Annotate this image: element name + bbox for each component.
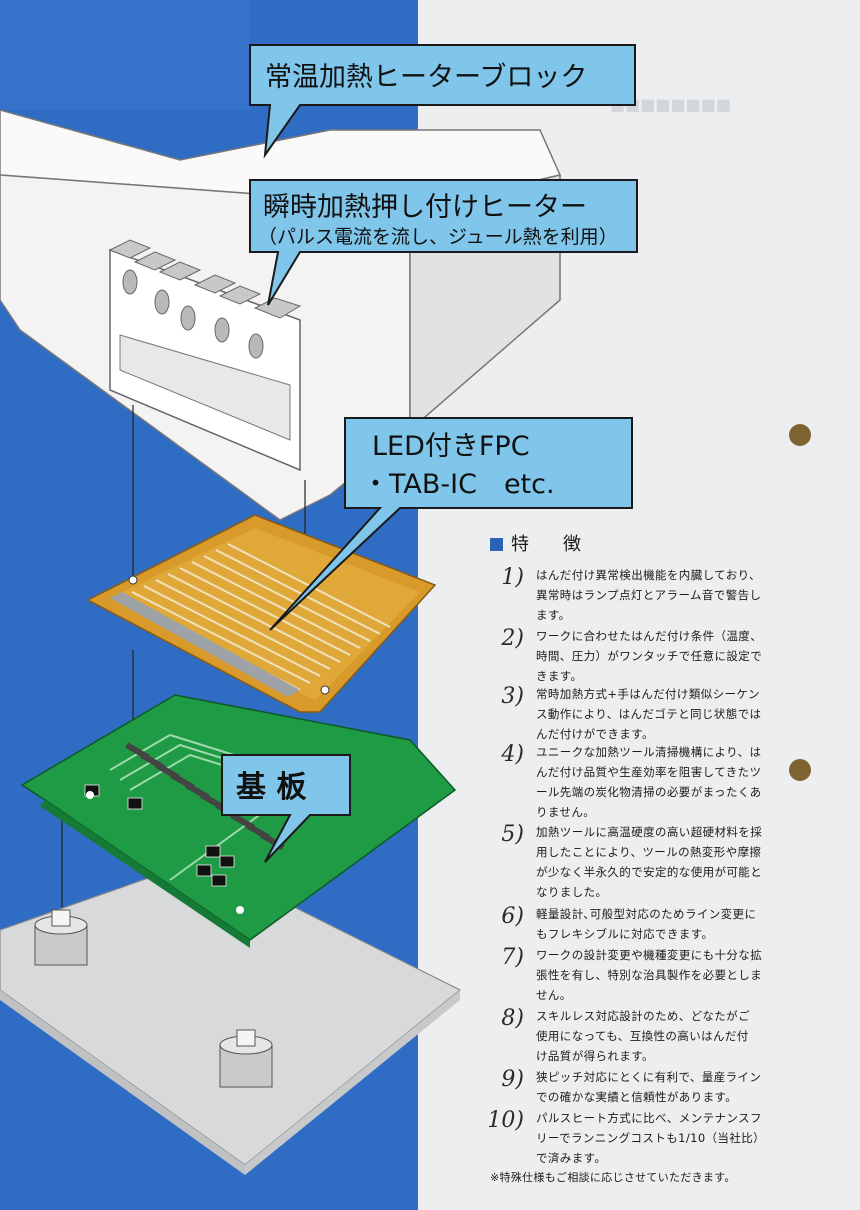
feature-text-line: 使用になっても、互換性の高いはんだ付	[536, 1029, 749, 1043]
feature-text-line: が少なく半永久的で安定的な使用が可能と	[536, 865, 763, 879]
feature-text: 狭ピッチ対応にとくに有利で、量産ラインでの確かな実績と信頼性があります。	[536, 1067, 784, 1107]
feature-number: 8)	[501, 1006, 524, 1031]
base-platform	[0, 859, 462, 1175]
feature-text-line: 常時加熱方式+手はんだ付け類似シーケン	[536, 687, 760, 701]
feature-number: 6)	[501, 904, 524, 929]
feature-text: 常時加熱方式+手はんだ付け類似シーケンス動作により、はんだゴテと同じ状態ではんだ…	[536, 684, 784, 744]
feature-text: はんだ付け異常検出機能を内臓しており、異常時はランプ点灯とアラーム音で警告します…	[536, 565, 784, 625]
label-heater-block: 常温加熱ヒーターブロック	[265, 62, 588, 93]
label-fpc: LED付きFPC	[372, 431, 530, 462]
feature-text: 軽量設計､可般型対応のためライン変更にもフレキシブルに対応できます。	[536, 904, 784, 944]
feature-text-line: せん。	[536, 988, 572, 1002]
label-substrate: 基 板	[236, 770, 307, 805]
feature-text: パルスヒート方式に比べ、メンテナンスフリーでランニングコストも1/10（当社比）…	[536, 1108, 784, 1168]
feature-text-line: ス動作により、はんだゴテと同じ状態では	[536, 707, 762, 721]
feature-text-line: 軽量設計､可般型対応のためライン変更に	[536, 907, 757, 921]
feature-number: 3)	[501, 684, 524, 709]
feature-text-line: リーでランニングコストも1/10（当社比）	[536, 1131, 766, 1145]
svg-text:■■■■■■■■: ■■■■■■■■	[610, 95, 731, 114]
label-pulse-heater: 瞬時加熱押し付けヒーター	[263, 192, 587, 223]
fpc-flex-board	[86, 514, 437, 713]
feature-text-line: ワークの設計変更や機種変更にも十分な拡	[536, 948, 763, 962]
feature-number: 9)	[501, 1067, 524, 1092]
feature-text: ワークに合わせたはんだ付け条件（温度、時間、圧力）がワンタッチで任意に設定できま…	[536, 626, 784, 686]
label-tab-ic: ・TAB-IC etc.	[362, 469, 555, 500]
feature-number: 5)	[501, 822, 524, 847]
feature-number: 10)	[487, 1108, 524, 1133]
feature-text-line: 狭ピッチ対応にとくに有利で、量産ライン	[536, 1070, 762, 1084]
callout-pulse-heater	[249, 179, 638, 306]
binder-hole	[789, 424, 811, 446]
features-heading: 特 徴	[490, 530, 589, 556]
feature-text-line: パルスヒート方式に比べ、メンテナンスフ	[536, 1111, 762, 1125]
binder-hole	[789, 759, 811, 781]
feature-text-line: 異常時はランプ点灯とアラーム音で警告し	[536, 588, 762, 602]
feature-number: 2)	[501, 626, 524, 651]
feature-text-line: で済みます。	[536, 1151, 607, 1165]
feature-text-line: んだ付けができます。	[536, 727, 654, 741]
feature-text-line: ワークに合わせたはんだ付け条件（温度、	[536, 629, 763, 643]
feature-text-line: りません。	[536, 805, 596, 819]
callout-fpc	[269, 417, 633, 631]
support-pin	[219, 1029, 273, 1088]
feature-number: 1)	[501, 565, 524, 590]
feature-text-line: なりました。	[536, 885, 608, 899]
feature-text: スキルレス対応設計のため、どなたがご使用になっても、互換性の高いはんだ付け品質が…	[536, 1006, 784, 1066]
square-bullet-icon	[490, 538, 503, 551]
callout-heater-block	[249, 44, 636, 159]
label-pulse-heater-note: （パルス電流を流し、ジュール熱を利用）	[258, 226, 618, 248]
feature-text-line: け品質が得られます。	[536, 1049, 654, 1063]
feature-text-line: きます。	[536, 669, 583, 683]
feature-number: 7)	[501, 945, 524, 970]
feature-text-line: での確かな実績と信頼性があります。	[536, 1090, 738, 1104]
feature-number: 4)	[501, 742, 524, 767]
feature-text-line: ユニークな加熱ツール清掃機構により、は	[536, 745, 762, 759]
callout-substrate	[221, 754, 351, 863]
feature-text-line: ます。	[536, 608, 571, 622]
feature-text-line: はんだ付け異常検出機能を内臓しており、	[536, 568, 761, 582]
feature-text-line: ール先端の炭化物清掃の必要がまったくあ	[536, 785, 762, 799]
footnote: ※特殊仕様もご相談に応じさせていただきます。	[490, 1171, 736, 1184]
feature-text-line: もフレキシブルに対応できます。	[536, 927, 714, 941]
feature-text: ユニークな加熱ツール清掃機構により、はんだ付け品質や生産効率を阻害してきたツール…	[536, 742, 784, 822]
feature-text-line: 張性を有し、特別な治具製作を必要としま	[536, 968, 763, 982]
feature-text: 加熱ツールに高温硬度の高い超硬材料を採用したことにより、ツールの熱変形や摩擦が少…	[536, 822, 784, 902]
feature-text-line: んだ付け品質や生産効率を阻害してきたツ	[536, 765, 762, 779]
feature-text-line: 時間、圧力）がワンタッチで任意に設定で	[536, 649, 763, 663]
features-heading-text: 特 徴	[511, 534, 589, 555]
support-pin	[34, 909, 88, 966]
feature-text: ワークの設計変更や機種変更にも十分な拡張性を有し、特別な治具製作を必要としません…	[536, 945, 784, 1005]
feature-text-line: スキルレス対応設計のため、どなたがご	[536, 1009, 750, 1023]
feature-text-line: 用したことにより、ツールの熱変形や摩擦	[536, 845, 762, 859]
feature-text-line: 加熱ツールに高温硬度の高い超硬材料を採	[536, 825, 763, 839]
